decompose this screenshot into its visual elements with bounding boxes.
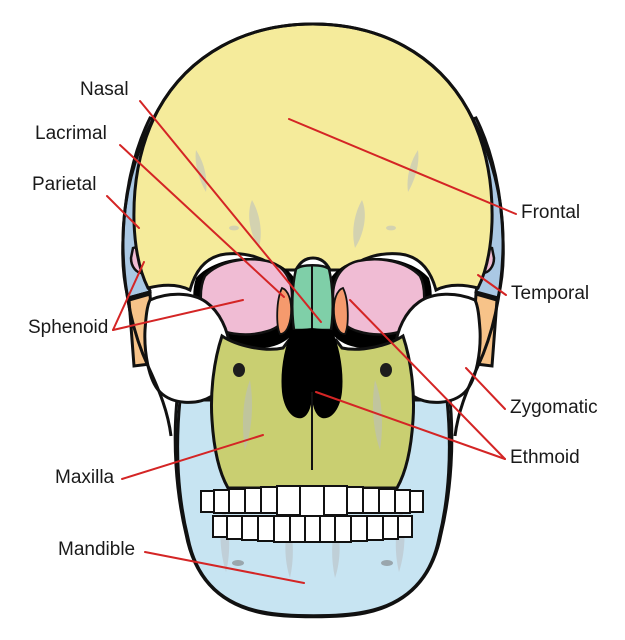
mental-foramen-left [232,560,244,566]
nasal-leader [139,100,322,323]
maxilla-leader [121,434,264,480]
skull-outline-left [121,22,314,437]
skull-outline [312,22,505,437]
leader-lines-group [106,100,517,584]
frontal-leader [288,118,517,215]
mental-foramen-right [381,560,393,566]
bone-frontal [132,22,494,293]
teeth-group [200,485,424,543]
foramen-left [233,363,245,377]
sphenoid-leader-b [112,299,244,331]
label-parietal: Parietal [32,174,97,195]
bone-lacrimal-ethmoid-left [276,286,293,335]
ethmoid-leader-b [349,299,506,460]
parietal-leader [106,195,140,229]
label-sphenoid: Sphenoid [28,317,109,338]
cranium-group [121,22,505,619]
label-zygomatic: Zygomatic [510,397,598,418]
lacrimal-leader [119,144,285,298]
label-ethmoid: Ethmoid [510,447,580,468]
foramen-right [380,363,392,377]
zygomatic-leader [465,367,506,410]
temporal-leader [477,274,507,296]
ethmoid-leader-a [315,391,506,460]
label-frontal: Frontal [521,202,581,223]
sphenoid-leader-a [112,261,145,331]
label-nasal: Nasal [80,79,129,100]
label-mandible: Mandible [58,539,136,560]
label-lacrimal: Lacrimal [35,123,107,144]
label-temporal: Temporal [511,283,590,304]
mandible-leader [144,551,305,584]
label-maxilla: Maxilla [55,467,115,488]
bone-lacrimal-ethmoid-right [332,286,349,335]
